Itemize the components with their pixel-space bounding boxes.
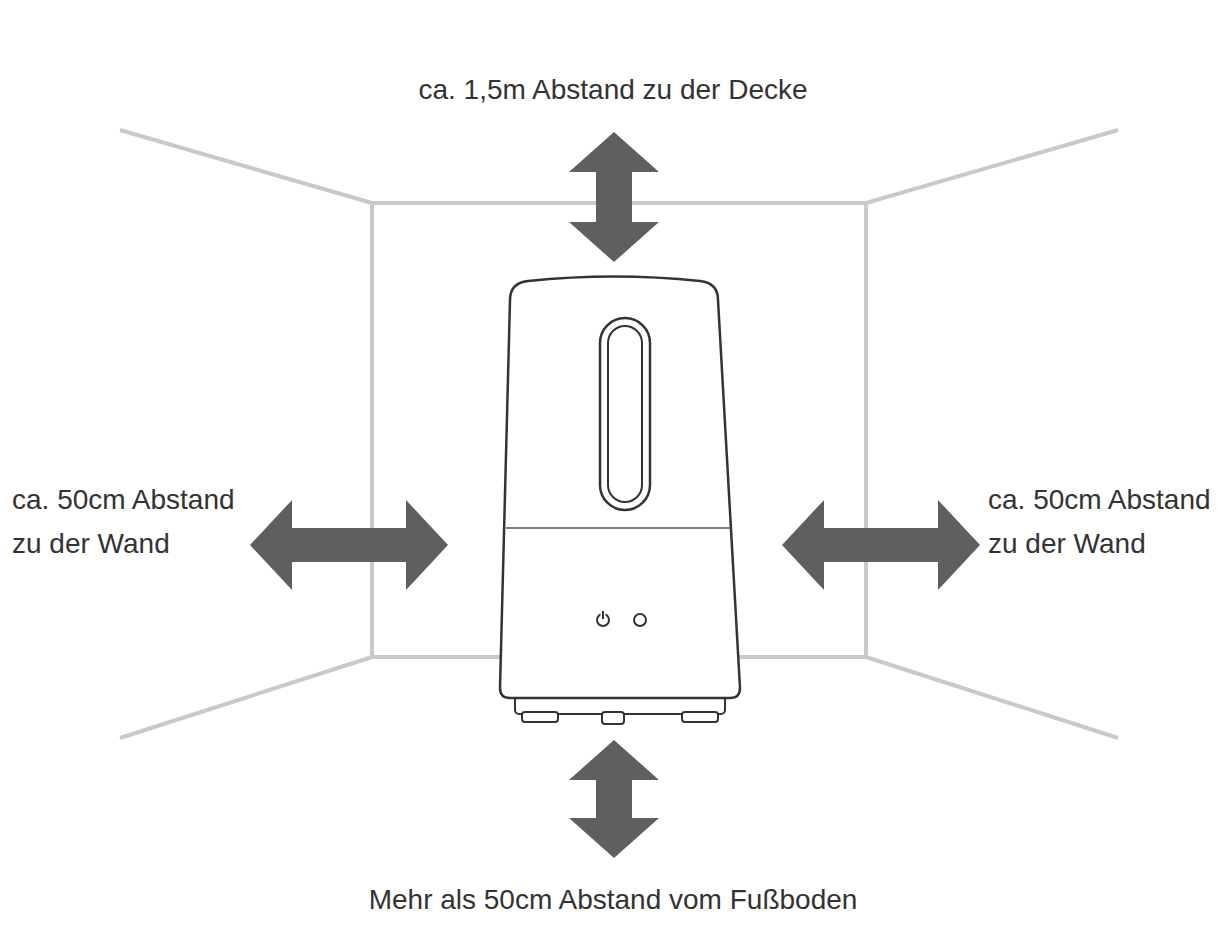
wall-distance-label: ca. 50cm Abstand zu der Wand bbox=[12, 478, 244, 566]
distance-arrows bbox=[250, 132, 980, 858]
ceiling-distance-label: ca. 1,5m Abstand zu der Decke bbox=[0, 68, 1226, 112]
room-lines bbox=[120, 130, 1118, 738]
floor-distance-label: Mehr als 50cm Abstand vom Fußboden bbox=[0, 878, 1226, 922]
humidifier bbox=[500, 277, 740, 725]
wall-distance-label: ca. 50cm Abstand zu der Wand bbox=[988, 478, 1220, 566]
